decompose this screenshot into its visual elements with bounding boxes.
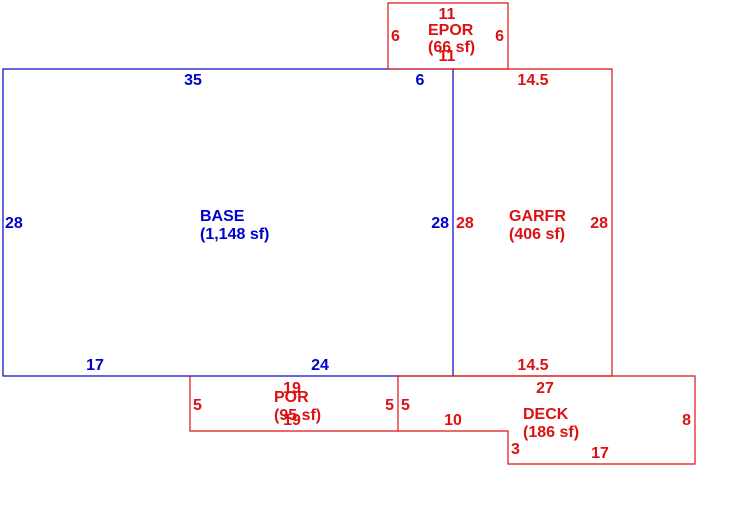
deck-label: DECK	[523, 406, 569, 423]
base-area-value: (1,148 sf)	[200, 226, 269, 243]
por-dim-top: 19	[283, 380, 301, 397]
epor-outline	[387, 2, 509, 70]
por-area-value: (95 sf)	[274, 407, 321, 424]
epor-label: EPOR	[428, 22, 474, 39]
deck-dim-right: 8	[682, 412, 691, 429]
por-dim-left: 5	[193, 397, 202, 414]
por-area: 19 5 5 POR (95 sf) 19	[189, 376, 399, 432]
garfr-dim-right: 28	[590, 215, 608, 232]
epor-dim-right: 6	[495, 28, 504, 45]
base-dim-top-right: 6	[416, 72, 425, 89]
deck-dim-inner-bottom: 10	[444, 412, 462, 429]
base-area: 35 6 28 28 17 24 BASE (1,148 sf)	[2, 68, 454, 377]
base-dim-left: 28	[5, 215, 23, 232]
deck-area: 27 5 10 3 17 8 DECK (186 sf)	[398, 375, 696, 465]
base-dim-bottom-left: 17	[86, 357, 104, 374]
por-dim-right: 5	[385, 397, 394, 414]
deck-dim-left: 5	[401, 397, 410, 414]
base-label: BASE	[200, 208, 245, 225]
garfr-dim-left: 28	[456, 215, 474, 232]
epor-dim-bottom: 11	[439, 48, 456, 65]
deck-dim-bottom: 17	[591, 445, 609, 462]
garfr-area-value: (406 sf)	[509, 226, 565, 243]
base-dim-right: 28	[431, 215, 449, 232]
garfr-dim-top: 14.5	[517, 72, 548, 89]
deck-area-value: (186 sf)	[523, 424, 579, 441]
garfr-dim-bottom: 14.5	[517, 357, 548, 374]
deck-dim-step: 3	[511, 441, 520, 458]
epor-area: 11 6 6 EPOR (66 sf) 11	[387, 2, 509, 70]
garfr-label: GARFR	[509, 208, 566, 225]
por-outline	[189, 376, 399, 432]
garfr-area: 14.5 28 28 GARFR (406 sf) 14.5	[453, 68, 613, 377]
epor-area-value: (66 sf)	[428, 39, 475, 56]
por-dim-bottom: 19	[283, 412, 301, 429]
epor-dim-left: 6	[391, 28, 400, 45]
base-dim-top-left: 35	[184, 72, 202, 89]
deck-outline	[398, 375, 696, 465]
deck-dim-top: 27	[536, 380, 554, 397]
por-label: POR	[274, 389, 309, 406]
epor-dim-top: 11	[439, 6, 456, 23]
base-outline	[2, 68, 454, 377]
base-dim-bottom-right: 24	[311, 357, 329, 374]
